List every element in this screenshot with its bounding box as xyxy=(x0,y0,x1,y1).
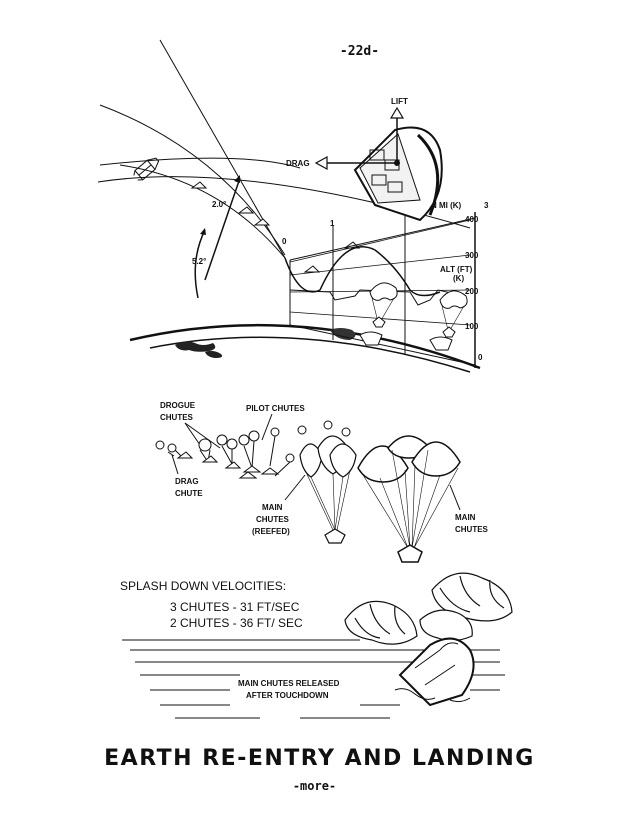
main-chutes-reefed-label: MAIN xyxy=(262,503,283,512)
pointer-line xyxy=(284,474,306,501)
lift-label: LIFT xyxy=(391,97,408,106)
profile-parachute xyxy=(439,290,468,338)
alt-tick-0: 0 xyxy=(478,353,483,362)
main-chutes-reefed-label-2: CHUTES xyxy=(256,515,290,524)
coastline xyxy=(330,328,356,340)
grid-line-300 xyxy=(289,254,471,276)
descent-section: DROGUE CHUTES PILOT CHUTES DRAG CHUTE xyxy=(155,401,489,563)
arrow-head xyxy=(200,228,206,235)
drogue-chutes-label-2: CHUTES xyxy=(160,413,194,422)
alt-tick-400: 400 xyxy=(465,215,479,224)
reentry-section: 2.0° 5.2° 0 xyxy=(97,39,489,373)
splash-marker xyxy=(359,331,383,346)
pointer-line xyxy=(261,413,273,441)
continuation-marker: -more- xyxy=(292,779,337,793)
collapsed-chutes xyxy=(344,572,513,645)
main-chutes-reefed-label-3: (REEFED) xyxy=(252,527,290,536)
pointer-line xyxy=(184,422,221,449)
nmi-tick-3: 3 xyxy=(484,201,489,210)
main-chutes-full xyxy=(357,435,461,563)
angle-upper-label: 2.0° xyxy=(212,200,226,209)
splashdown-section: SPLASH DOWN VELOCITIES: 3 CHUTES - 31 FT… xyxy=(120,572,513,719)
page-number: -22d- xyxy=(339,44,380,59)
drogue-sequence xyxy=(155,427,295,479)
main-chutes-reefed xyxy=(297,420,357,544)
lift-arrow-head xyxy=(389,106,405,119)
alt-axis-unit: (K) xyxy=(453,274,464,283)
earth-surface-arc xyxy=(149,336,471,373)
drogue-chutes-label: DROGUE xyxy=(160,401,196,410)
angle-lower-label: 5.2° xyxy=(192,257,206,266)
angle-arrow xyxy=(204,177,241,281)
chutes-released-label-2: AFTER TOUCHDOWN xyxy=(246,691,329,700)
command-module-closeup xyxy=(353,126,443,222)
nmi-axis-label: N MI (K) xyxy=(431,201,462,210)
trajectory-origin-label: 0 xyxy=(282,237,287,246)
service-module-icon xyxy=(133,157,160,181)
earth-horizon-arc xyxy=(129,323,481,370)
command-module-splashdown xyxy=(394,637,475,707)
chutes-released-label: MAIN CHUTES RELEASED xyxy=(238,679,340,688)
drag-arrow-head xyxy=(314,155,328,171)
main-chutes-label: MAIN xyxy=(455,513,476,522)
alt-tick-200: 200 xyxy=(465,287,479,296)
alt-tick-300: 300 xyxy=(465,251,479,260)
coastline xyxy=(175,341,216,352)
drag-chute-label: DRAG xyxy=(175,477,199,486)
pointer-line xyxy=(449,484,461,511)
alt-axis-label: ALT (FT) xyxy=(440,265,473,274)
pointer-line xyxy=(184,422,201,446)
coastline xyxy=(205,350,223,358)
splash-velocity-3-chutes: 3 CHUTES - 31 FT/SEC xyxy=(170,600,300,614)
splashdown-heading: SPLASH DOWN VELOCITIES: xyxy=(120,579,286,593)
entry-corridor-line xyxy=(99,104,286,256)
profile-parachute xyxy=(369,282,398,328)
splash-velocity-2-chutes: 2 CHUTES - 36 FT/ SEC xyxy=(170,616,303,630)
drag-chute-label-2: CHUTE xyxy=(175,489,203,498)
skip-trajectory xyxy=(284,246,441,297)
atmosphere-arc xyxy=(99,157,301,169)
angle-arc xyxy=(194,229,206,299)
drag-label: DRAG xyxy=(286,159,310,168)
pointer-line xyxy=(171,454,179,475)
entry-corridor-line xyxy=(119,164,286,259)
nmi-tick-1: 1 xyxy=(330,219,335,228)
main-chutes-label-2: CHUTES xyxy=(455,525,489,534)
page-title: EARTH RE-ENTRY AND LANDING xyxy=(104,746,535,771)
grid-line-400 xyxy=(289,219,471,263)
splash-marker xyxy=(429,336,453,351)
alt-tick-100: 100 xyxy=(465,322,479,331)
pilot-chutes-label: PILOT CHUTES xyxy=(246,404,305,413)
arrow-head xyxy=(234,175,240,183)
altitude-profile-frame xyxy=(289,217,476,366)
